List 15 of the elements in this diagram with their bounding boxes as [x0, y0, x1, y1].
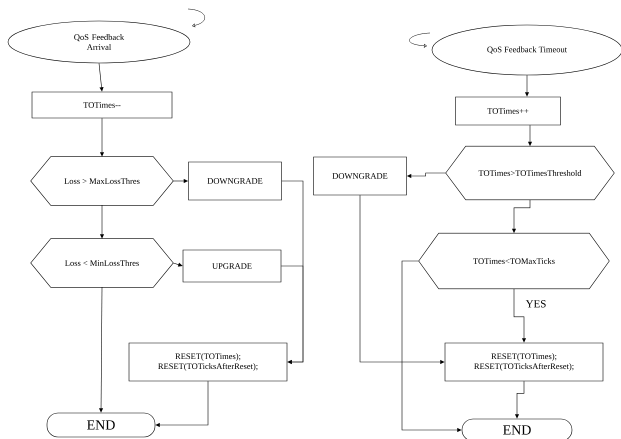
terminal-box: END: [462, 418, 572, 439]
process-box: TOTimes++: [455, 96, 561, 126]
process-box: UPGRADE: [182, 250, 282, 282]
process-box: RESET(TOTimes); RESET(TOTicksAfterReset);: [128, 342, 288, 382]
decision-hexagon: TOTimes<TOMaxTicks: [418, 232, 610, 290]
edge-label: YES: [526, 300, 546, 308]
arrow: [281, 266, 304, 364]
process-box: RESET(TOTimes); RESET(TOTicksAfterReset);: [444, 342, 604, 382]
decision-hexagon: Loss > MaxLossThres: [30, 156, 174, 206]
decision-hexagon: TOTimes>TOTimesThreshold: [445, 146, 615, 200]
decision-hexagon: Loss < MinLossThres: [30, 238, 174, 288]
terminal-box: END: [46, 412, 156, 438]
process-box: TOTimes--: [32, 92, 172, 118]
process-box: DOWNGRADE: [188, 162, 282, 200]
process-box: DOWNGRADE: [313, 156, 407, 196]
